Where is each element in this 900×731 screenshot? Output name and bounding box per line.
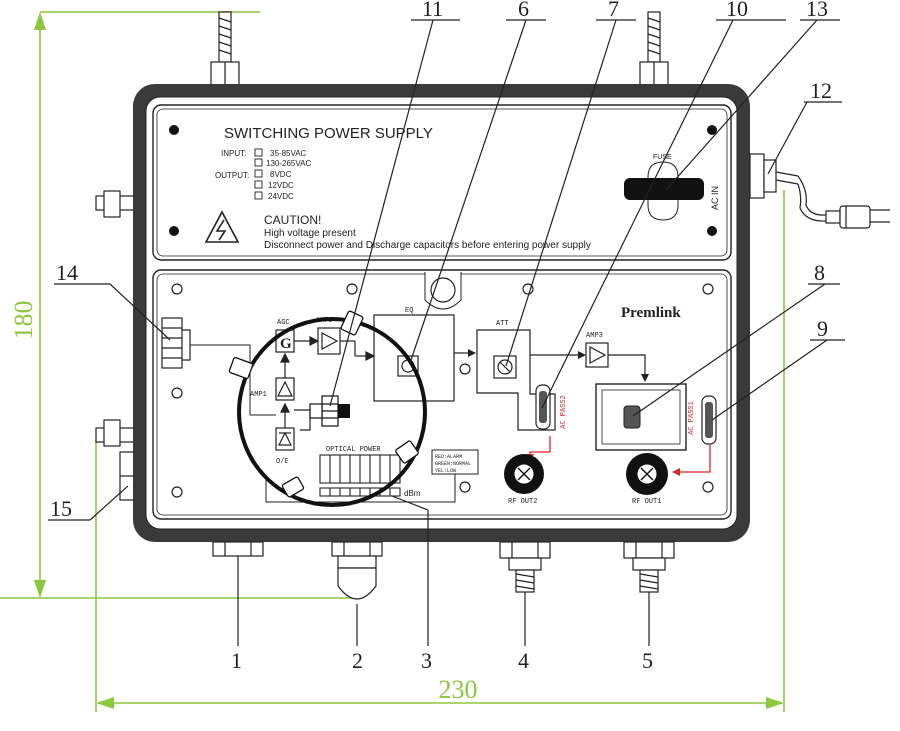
- output-option-2: 12VDC: [268, 181, 294, 190]
- legend-green: GREEN:NORMAL: [435, 461, 471, 467]
- optical-power-display: [319, 454, 401, 497]
- rf-out1-connector: [626, 453, 668, 495]
- leader-lines: [48, 19, 845, 646]
- callout-9: 9: [817, 316, 828, 341]
- callout-5: 5: [642, 648, 653, 673]
- module-screws: [171, 283, 714, 498]
- bottom-connector-5: [623, 541, 675, 593]
- oe-label: O/E: [276, 458, 289, 466]
- brand-label: Premlink: [621, 305, 681, 321]
- terminal-block: [161, 317, 191, 369]
- rf-out2-label: RF OUT2: [508, 498, 537, 506]
- callout-2: 2: [352, 648, 363, 673]
- callout-8: 8: [814, 260, 825, 285]
- optical-power-label: OPTICAL POWER: [326, 446, 381, 454]
- ac-pass1-label: AC PASS1: [688, 401, 696, 435]
- alarm-legend-box: [431, 449, 479, 475]
- ac-pass2-label: AC PASS2: [560, 395, 568, 429]
- eq-label: EQ: [405, 307, 413, 315]
- width-dimension-label: 230: [439, 675, 478, 704]
- left-mount-upper: [95, 190, 137, 218]
- callout-numbers: 1 2 3 4 5 6 7 8 9 10 11 12 13 14 15: [50, 0, 832, 673]
- callout-15: 15: [50, 496, 72, 521]
- callout-7: 7: [608, 0, 619, 21]
- caution-line-1: High voltage present: [264, 228, 356, 239]
- callout-6: 6: [518, 0, 529, 21]
- input-label: INPUT:: [221, 149, 246, 158]
- output-label: OUTPUT:: [215, 171, 249, 180]
- callout-4: 4: [518, 648, 529, 673]
- att-adjuster: [493, 355, 517, 379]
- panel-screws: [169, 125, 717, 236]
- att-label: ATT: [496, 320, 509, 328]
- callout-11: 11: [422, 0, 443, 21]
- input-option-1: 35-85VAC: [270, 149, 307, 158]
- input-option-2: 130-265VAC: [266, 159, 311, 168]
- callout-13: 13: [806, 0, 828, 21]
- ac-in-connector: [749, 153, 890, 229]
- output-option-1: 8VDC: [270, 170, 292, 179]
- legend-yellow: YEL:LOW: [435, 468, 456, 474]
- bottom-connector-4: [499, 541, 551, 593]
- caution-title: CAUTION!: [264, 213, 321, 227]
- callout-12: 12: [810, 78, 832, 103]
- voltage-checkboxes: [254, 148, 263, 200]
- bottom-connector-1: [212, 541, 264, 557]
- callout-14: 14: [56, 260, 78, 285]
- agc-label: AGC: [277, 319, 290, 327]
- high-voltage-warning-icon: [204, 210, 240, 243]
- height-dimension-label: 180: [9, 301, 38, 340]
- left-mount-lower: [95, 419, 137, 501]
- fuse-label: FUSE: [653, 154, 672, 161]
- fiber-connector: [309, 395, 350, 427]
- ac-in-label: AC IN: [710, 186, 720, 210]
- callout-3: 3: [421, 648, 432, 673]
- legend-red: RED:ALARM: [435, 454, 462, 460]
- output-option-3: 24VDC: [268, 192, 294, 201]
- agc-letter: G: [280, 336, 292, 352]
- power-supply-title: SWITCHING POWER SUPPLY: [224, 125, 433, 142]
- callout-1: 1: [231, 648, 242, 673]
- caution-line-2: Disconnect power and Discharge capacitor…: [264, 240, 591, 251]
- fuse-holder: [624, 161, 704, 221]
- rf-out2-connector: [504, 454, 544, 494]
- splitter-box: [595, 383, 687, 451]
- callout-10: 10: [726, 0, 748, 21]
- top-stud-left: [210, 11, 240, 87]
- amp3-label: AMP3: [586, 332, 603, 340]
- top-stud-right: [639, 11, 669, 87]
- power-supply-panel: [152, 104, 732, 261]
- dbm-label: dBm: [404, 489, 421, 498]
- dimension-lines: [0, 11, 785, 712]
- amp1-label: AMP1: [250, 391, 267, 399]
- ac-pass1-fuse: [701, 395, 717, 445]
- rf-out1-label: RF OUT1: [632, 498, 661, 506]
- fiber-coil-ring: [237, 317, 427, 507]
- bottom-connector-2: [331, 541, 383, 600]
